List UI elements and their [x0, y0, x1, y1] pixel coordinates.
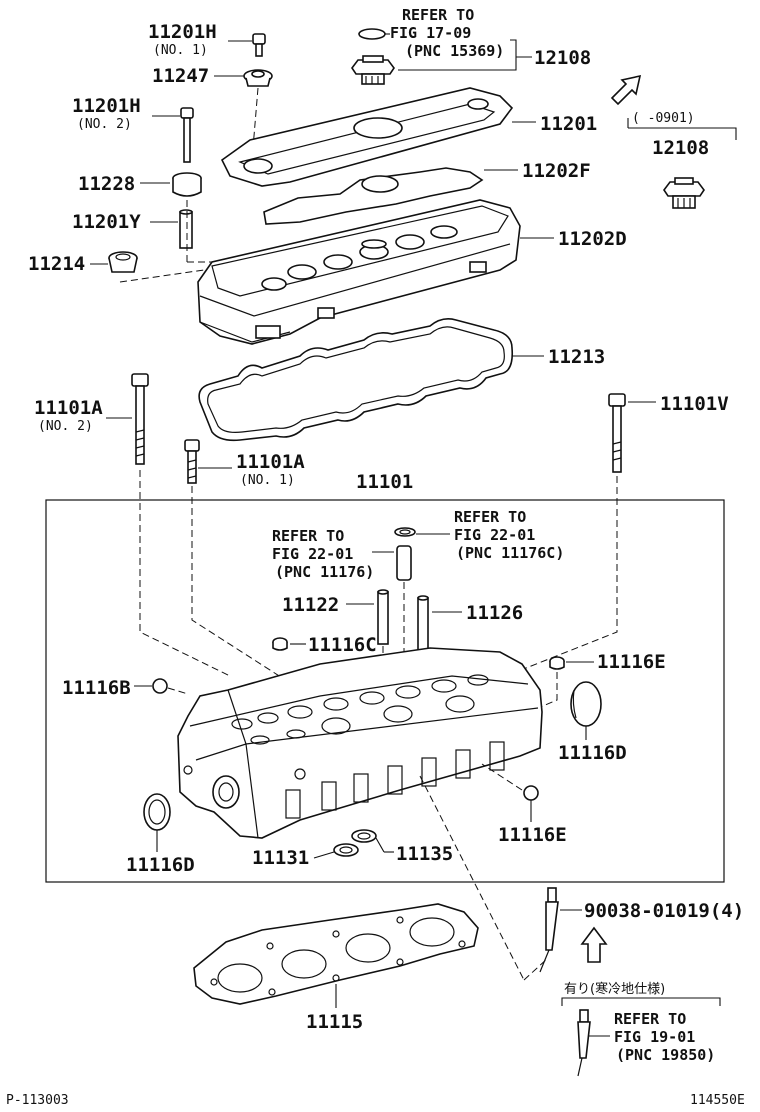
- ref-note-1-line1: REFER TO: [402, 6, 474, 24]
- label-11122: 11122: [282, 594, 339, 616]
- head-cover-11202D: [197, 199, 521, 345]
- cold-region-note: 有り(寒冷地仕様): [564, 981, 665, 997]
- label-11101: 11101: [356, 471, 413, 493]
- ref-note-3-line3: (PNC 11176C): [456, 544, 564, 562]
- arrow-up-right-icon: [610, 74, 642, 106]
- label-11101V: 11101V: [660, 393, 729, 415]
- label-90038-01019: 90038-01019(4): [584, 900, 744, 922]
- label-11116D-right: 11116D: [558, 742, 627, 764]
- label-11201H-no2: 11201H: [72, 95, 141, 117]
- glow-plug-alt: [577, 1009, 591, 1077]
- cylinder-head-11101: [177, 647, 543, 839]
- label-11202F: 11202F: [522, 160, 591, 182]
- label-11213: 11213: [548, 346, 605, 368]
- seal-11131: [333, 843, 359, 857]
- valve-stem-seal: [394, 527, 416, 537]
- ref-note-1-line2: FIG 17-09: [390, 24, 471, 42]
- head-gasket-11115: [193, 903, 479, 1005]
- cover-gasket-11213: [198, 318, 514, 442]
- page-id: P-113003: [6, 1093, 69, 1108]
- bolt-11201H-no1: [252, 33, 266, 57]
- label-11201H-no1: 11201H: [148, 21, 217, 43]
- oil-cap-gasket: [358, 28, 386, 40]
- label-12108-alt: 12108: [652, 137, 709, 159]
- head-bolt-11101A-no2: [131, 373, 149, 465]
- ref-note-2-line2: FIG 22-01: [272, 545, 353, 563]
- valve-guide-upper: [396, 545, 412, 581]
- label-11116E-lower: 11116E: [498, 824, 567, 846]
- label-11101A-no1-sub: (NO. 1): [240, 473, 295, 488]
- head-bolt-11101V: [608, 393, 626, 473]
- cap-plug-11116D-right: [570, 681, 602, 727]
- label-11116D-left: 11116D: [126, 854, 195, 876]
- plug-11116E-upper: [549, 656, 565, 670]
- ref-note-4-line2: FIG 19-01: [614, 1028, 695, 1046]
- cylinder-head-frame: [45, 499, 725, 883]
- ref-note-3-line2: FIG 22-01: [454, 526, 535, 544]
- label-11131: 11131: [252, 847, 309, 869]
- label-11214: 11214: [28, 253, 85, 275]
- label-11116B: 11116B: [62, 677, 131, 699]
- glow-plug-90038: [539, 887, 559, 973]
- cover-plate-11201: [220, 87, 514, 187]
- collar-11201Y: [179, 209, 193, 249]
- oil-filler-cap-alt: [663, 177, 705, 209]
- label-11201H-no1-sub: (NO. 1): [153, 43, 208, 58]
- label-11101A-no2: 11101A: [34, 397, 103, 419]
- label-11135: 11135: [396, 843, 453, 865]
- ref-note-2-line1: REFER TO: [272, 527, 344, 545]
- label-11116C: 11116C: [308, 634, 377, 656]
- grommet-11247: [243, 69, 273, 87]
- valve-guide-11126: [417, 595, 429, 651]
- oil-filler-cap: [351, 55, 395, 85]
- plug-11116C: [272, 637, 288, 651]
- cap-plug-11116D-left: [143, 793, 171, 831]
- label-11201H-no2-sub: (NO. 2): [77, 117, 132, 132]
- label-11126: 11126: [466, 602, 523, 624]
- baffle-11202F: [263, 167, 484, 225]
- valve-guide-11122: [377, 589, 389, 645]
- ref-note-1-line3: (PNC 15369): [405, 42, 504, 60]
- label-11101A-no1: 11101A: [236, 451, 305, 473]
- ref-note-2-line3: (PNC 11176): [275, 563, 374, 581]
- label-11115: 11115: [306, 1011, 363, 1033]
- ref-note-3-line1: REFER TO: [454, 508, 526, 526]
- plug-11214: [108, 251, 138, 273]
- arrow-up-icon: [580, 926, 608, 963]
- label-11201: 11201: [540, 113, 597, 135]
- label-11228: 11228: [78, 173, 135, 195]
- plug-11116B: [152, 678, 168, 694]
- label-11201Y: 11201Y: [72, 211, 141, 233]
- date-range-note: ( -0901): [632, 111, 695, 126]
- label-12108: 12108: [534, 47, 591, 69]
- head-bolt-11101A-no1: [184, 439, 200, 484]
- seal-11228: [172, 172, 202, 197]
- figure-code: 114550E: [690, 1093, 745, 1108]
- label-11247: 11247: [152, 65, 209, 87]
- label-11202D: 11202D: [558, 228, 627, 250]
- seal-11135: [351, 829, 377, 843]
- ref-note-4-line1: REFER TO: [614, 1010, 686, 1028]
- plug-11116E-lower: [523, 785, 539, 801]
- ref-note-4-line3: (PNC 19850): [616, 1046, 715, 1064]
- label-11101A-no2-sub: (NO. 2): [38, 419, 93, 434]
- label-11116E-upper: 11116E: [597, 651, 666, 673]
- bolt-11201H-no2: [180, 107, 194, 163]
